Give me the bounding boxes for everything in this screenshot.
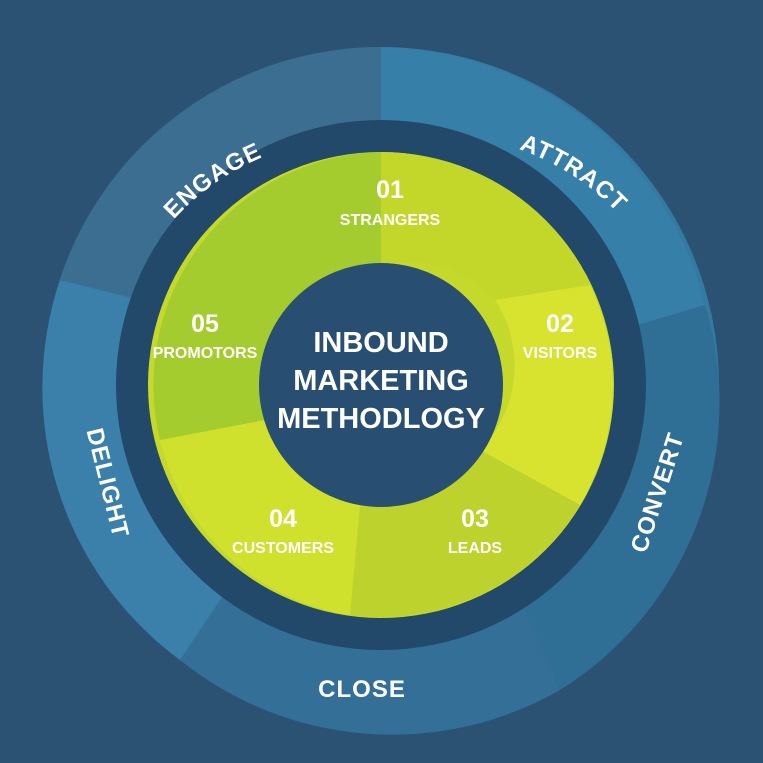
phase-close: CLOSE bbox=[318, 676, 406, 703]
stage-4-number: 04 bbox=[269, 505, 297, 533]
stage-segment-5 bbox=[153, 152, 381, 440]
stage-segment-2 bbox=[480, 285, 613, 505]
stage-segment-3 bbox=[350, 450, 580, 618]
stage-3-number: 03 bbox=[461, 505, 489, 533]
stage-3-label: LEADS bbox=[448, 540, 503, 557]
stage-1-number: 01 bbox=[376, 176, 404, 204]
stage-5-label: PROMOTORS bbox=[153, 345, 258, 362]
stage-4-label: CUSTOMERS bbox=[232, 540, 334, 557]
stage-1-label: STRANGERS bbox=[340, 212, 441, 229]
stage-5-number: 05 bbox=[191, 310, 219, 338]
center-title-line-3: METHODLOGY bbox=[277, 403, 485, 435]
center-disc bbox=[259, 263, 503, 507]
center-title-line-1: INBOUND bbox=[313, 327, 448, 359]
stage-2-label: VISITORS bbox=[523, 345, 598, 362]
stage-segment-1 bbox=[381, 152, 590, 300]
stage-2-number: 02 bbox=[546, 310, 574, 338]
stage-segment-4 bbox=[160, 420, 360, 615]
ring-segment-engage bbox=[60, 47, 381, 300]
center-title-line-2: MARKETING bbox=[293, 365, 469, 397]
